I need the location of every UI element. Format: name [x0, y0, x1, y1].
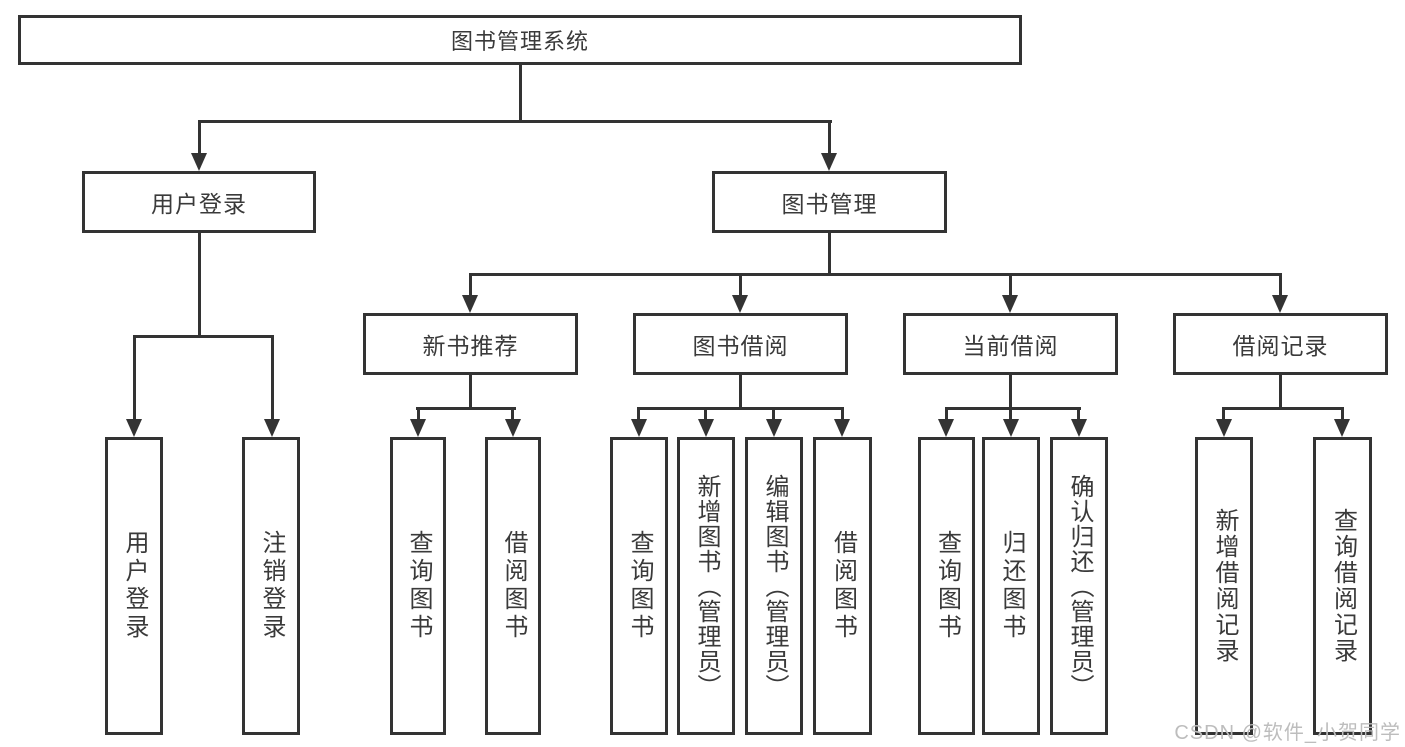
connector-line [739, 375, 742, 407]
arrow-down-icon [938, 419, 954, 437]
connector-line [133, 335, 136, 419]
connector-line [1009, 273, 1012, 295]
node-current-borrow: 当前借阅 [903, 313, 1118, 375]
node-user-login: 用户登录 [82, 171, 316, 233]
leaf-query-books-borrow: 查询图书 [610, 437, 668, 735]
arrow-down-icon [821, 153, 837, 171]
leaf-query-borrow-record: 查询借阅记录 [1313, 437, 1372, 735]
connector-line [1279, 273, 1282, 295]
arrow-down-icon [732, 295, 748, 313]
arrow-down-icon [698, 419, 714, 437]
connector-line [198, 120, 832, 123]
arrow-down-icon [410, 419, 426, 437]
leaf-edit-books-admin: 编辑图书（管理员） [745, 437, 803, 735]
connector-line [841, 407, 844, 419]
leaf-query-books-recommend: 查询图书 [390, 437, 446, 735]
arrow-down-icon [1216, 419, 1232, 437]
connector-line [417, 407, 420, 419]
arrow-down-icon [1071, 419, 1087, 437]
connector-line [519, 65, 522, 120]
connector-line [828, 233, 831, 273]
leaf-user-login: 用户登录 [105, 437, 163, 735]
connector-line [1077, 407, 1080, 419]
arrow-down-icon [1002, 295, 1018, 313]
leaf-borrow-books-recommend: 借阅图书 [485, 437, 541, 735]
connector-line [1009, 407, 1012, 419]
leaf-confirm-return-admin: 确认归还（管理员） [1050, 437, 1108, 735]
connector-line [198, 120, 201, 156]
leaf-add-books-admin: 新增图书（管理员） [677, 437, 735, 735]
node-borrow-record: 借阅记录 [1173, 313, 1388, 375]
connector-line [416, 407, 516, 410]
connector-line [469, 273, 1282, 276]
connector-line [469, 273, 472, 295]
node-book-borrow: 图书借阅 [633, 313, 848, 375]
connector-line [739, 273, 742, 295]
connector-line [945, 407, 948, 419]
connector-line [198, 233, 201, 335]
leaf-add-borrow-record: 新增借阅记录 [1195, 437, 1253, 735]
connector-line [945, 407, 1081, 410]
arrow-down-icon [462, 295, 478, 313]
arrow-down-icon [126, 419, 142, 437]
connector-line [1279, 375, 1282, 407]
arrow-down-icon [1334, 419, 1350, 437]
arrow-down-icon [264, 419, 280, 437]
connector-line [469, 375, 472, 407]
arrow-down-icon [766, 419, 782, 437]
connector-line [1222, 407, 1225, 419]
connector-line [828, 120, 831, 156]
node-new-book-recommend: 新书推荐 [363, 313, 578, 375]
arrow-down-icon [631, 419, 647, 437]
leaf-return-books: 归还图书 [982, 437, 1040, 735]
csdn-watermark: CSDN @软件_小贺同学 [1174, 722, 1401, 744]
connector-line [271, 335, 274, 419]
connector-line [637, 407, 844, 410]
connector-line [1009, 375, 1012, 407]
leaf-query-books-current: 查询图书 [918, 437, 975, 735]
node-book-management: 图书管理 [712, 171, 947, 233]
arrow-down-icon [1272, 295, 1288, 313]
arrow-down-icon [834, 419, 850, 437]
node-root-library-management-system: 图书管理系统 [18, 15, 1022, 65]
leaf-logout: 注销登录 [242, 437, 300, 735]
arrow-down-icon [1003, 419, 1019, 437]
connector-line [772, 407, 775, 419]
connector-line [1341, 407, 1344, 419]
leaf-borrow-books: 借阅图书 [813, 437, 872, 735]
arrow-down-icon [505, 419, 521, 437]
connector-line [637, 407, 640, 419]
connector-line [704, 407, 707, 419]
arrow-down-icon [191, 153, 207, 171]
connector-line [133, 335, 274, 338]
connector-line [1222, 407, 1344, 410]
connector-line [511, 407, 514, 419]
